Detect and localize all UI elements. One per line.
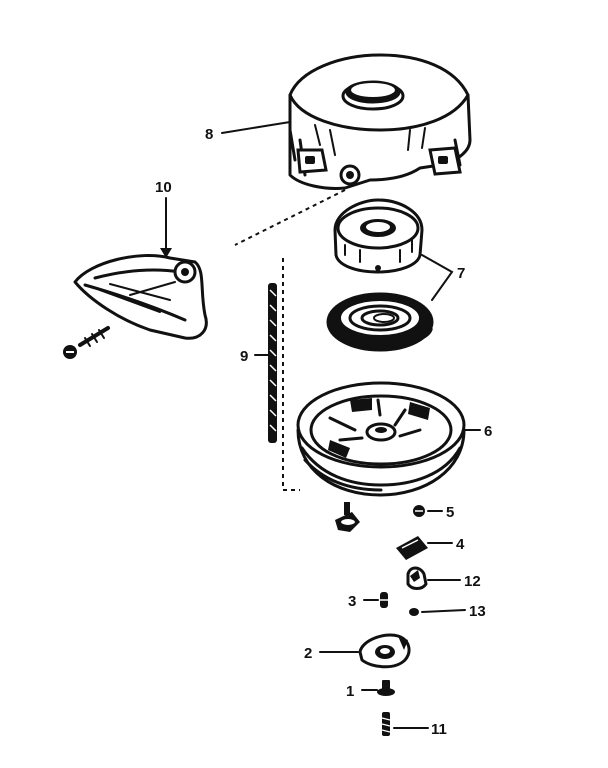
callout-13: 13 [469,603,486,620]
part-7-recoil-spring [326,292,434,352]
callout-8: 8 [205,126,213,143]
part-8-starter-housing: 8 [205,53,472,190]
callout-4: 4 [456,536,465,553]
part-13-washer: 13 [409,603,486,620]
part-7-leader: 7 [421,254,465,301]
part-11-bolt: 11 [381,712,447,738]
part-5-screw: 5 [413,504,454,521]
part-7-spring-cup [333,198,424,274]
handle-screw [63,326,110,359]
callout-11: 11 [431,721,447,738]
callout-10: 10 [155,179,172,196]
callout-6: 6 [484,423,492,440]
part-10-starter-handle: 10 [73,179,208,340]
part-4-pawl: 4 [396,536,465,560]
part-1-screw: 1 [346,680,395,700]
callout-1: 1 [346,683,354,700]
part-9-starter-rope: 9 [240,283,277,443]
part-2-retainer: 2 [304,633,411,669]
part-6-pulley: 6 [296,381,492,497]
pulley-bolt [335,502,360,532]
callout-3: 3 [348,593,356,610]
part-12-spring: 12 [406,566,481,590]
callout-12: 12 [464,573,481,590]
callout-5: 5 [446,504,454,521]
rope-route-line [234,189,346,491]
callout-2: 2 [304,645,312,662]
callout-7: 7 [457,265,465,282]
part-3-spacer: 3 [348,592,388,610]
callout-9: 9 [240,348,248,365]
